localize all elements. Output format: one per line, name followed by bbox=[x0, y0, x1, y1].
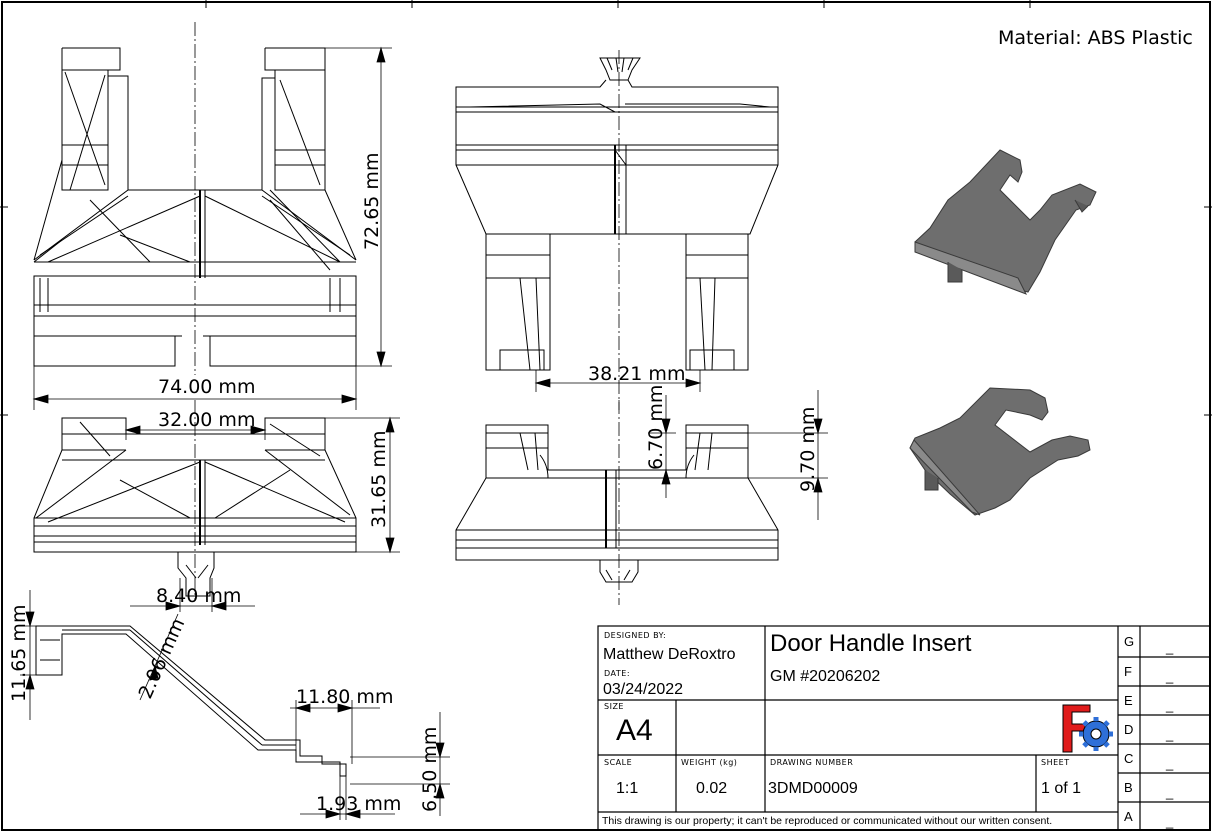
side-view-bottom bbox=[455, 400, 779, 605]
rev-value-g: _ bbox=[1165, 640, 1174, 655]
dim-mid-small bbox=[130, 578, 255, 612]
scale-label: SCALE bbox=[604, 758, 632, 767]
weight-label: WEIGHT (kg) bbox=[681, 758, 737, 767]
dim-label-side-step-width: 11.80 mm bbox=[296, 686, 393, 708]
dim-label-side-thickness: 2.06 mm bbox=[134, 615, 189, 702]
front-view bbox=[33, 400, 357, 600]
rev-letter-b: B bbox=[1124, 780, 1133, 795]
dim-label-top-right-width: 38.21 mm bbox=[588, 363, 685, 385]
designed-by-label: DESIGNED BY: bbox=[604, 631, 666, 640]
title-block bbox=[597, 625, 1211, 831]
freecad-logo-icon bbox=[1062, 704, 1113, 753]
dim-label-top-width: 74.00 mm bbox=[158, 376, 255, 398]
rev-value-d: _ bbox=[1165, 727, 1174, 742]
footer-notice: This drawing is our property; it can't b… bbox=[602, 815, 1052, 827]
dim-top-width bbox=[32, 366, 358, 410]
date-value: 03/24/2022 bbox=[603, 681, 683, 698]
dim-side-height bbox=[20, 590, 50, 720]
material-note: Material: ABS Plastic bbox=[998, 27, 1193, 49]
render-isometric-bottom bbox=[909, 387, 1091, 516]
dim-label-top-height: 72.65 mm bbox=[361, 153, 383, 250]
scale-value: 1:1 bbox=[616, 780, 638, 797]
rev-value-a: _ bbox=[1165, 814, 1174, 829]
rev-letter-d: D bbox=[1124, 722, 1133, 737]
dim-side-step-height bbox=[350, 712, 450, 816]
dim-mid-right-b bbox=[748, 390, 828, 520]
side-view-top bbox=[455, 50, 779, 410]
rev-letter-e: E bbox=[1124, 693, 1133, 708]
sheet-value: 1 of 1 bbox=[1041, 780, 1081, 797]
dim-side-thickness bbox=[139, 613, 179, 701]
dim-label-side-height: 11.65 mm bbox=[8, 605, 30, 702]
dim-mid-width bbox=[124, 418, 267, 440]
dim-side-lip bbox=[300, 776, 395, 820]
dim-top-right-width bbox=[534, 370, 702, 392]
dim-label-mid-right-a: 6.70 mm bbox=[645, 385, 667, 470]
dim-mid-height bbox=[325, 416, 400, 554]
size-value: A4 bbox=[616, 714, 653, 747]
rev-value-f: _ bbox=[1165, 669, 1174, 684]
dim-label-side-lip: 1.93 mm bbox=[316, 793, 401, 815]
dim-mid-right-a bbox=[648, 395, 676, 498]
drawing-title: Door Handle Insert bbox=[770, 630, 972, 657]
rev-letter-f: F bbox=[1124, 664, 1132, 679]
top-view bbox=[33, 22, 357, 375]
dim-label-mid-height: 31.65 mm bbox=[368, 431, 390, 528]
rev-letter-g: G bbox=[1124, 634, 1134, 649]
drawing-number-label: DRAWING NUMBER bbox=[770, 758, 853, 767]
date-label: DATE: bbox=[604, 669, 630, 678]
rev-letter-a: A bbox=[1124, 809, 1133, 824]
render-isometric-top bbox=[914, 149, 1097, 295]
dim-side-step-width bbox=[290, 700, 380, 764]
size-label: SIZE bbox=[604, 702, 624, 711]
rev-value-e: _ bbox=[1165, 698, 1174, 713]
drawing-subtitle: GM #20206202 bbox=[770, 668, 880, 685]
drawing-number-value: 3DMD00009 bbox=[768, 780, 858, 797]
dim-label-mid-right-b: 9.70 mm bbox=[797, 407, 819, 492]
sheet-label: SHEET bbox=[1041, 758, 1070, 767]
rev-value-b: _ bbox=[1165, 785, 1174, 800]
dim-label-side-step-height: 6.50 mm bbox=[419, 727, 441, 812]
dim-label-mid-small: 8.40 mm bbox=[156, 585, 241, 607]
dim-top-height bbox=[325, 46, 392, 368]
rev-letter-c: C bbox=[1124, 751, 1133, 766]
rev-value-c: _ bbox=[1165, 756, 1174, 771]
dim-label-mid-width: 32.00 mm bbox=[158, 409, 255, 431]
weight-value: 0.02 bbox=[696, 780, 727, 797]
designed-by-value: Matthew DeRoxtro bbox=[603, 646, 736, 663]
